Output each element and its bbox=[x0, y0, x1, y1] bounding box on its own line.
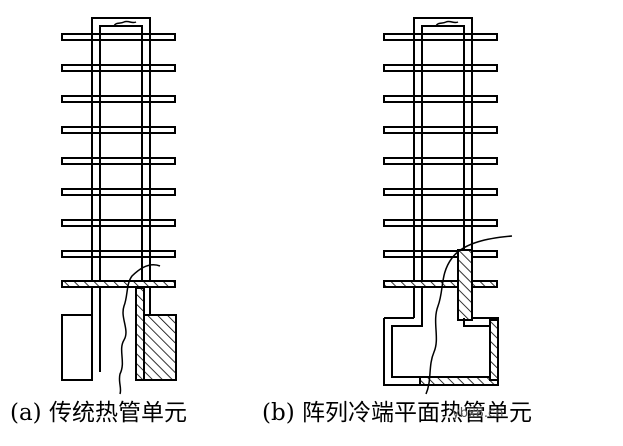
fin bbox=[61, 126, 176, 134]
fin bbox=[61, 64, 176, 72]
evaporator-right-hatched bbox=[489, 319, 499, 381]
fin bbox=[61, 188, 176, 196]
fin bbox=[383, 188, 498, 196]
fin bbox=[61, 250, 176, 258]
evaporator-inner bbox=[391, 318, 491, 378]
riser-wall-hatched bbox=[457, 249, 473, 321]
tube-outer-wall bbox=[91, 17, 151, 380]
base-block-left bbox=[61, 314, 93, 381]
wavy-line-bottom bbox=[425, 235, 513, 395]
fin bbox=[383, 95, 498, 103]
array-flat-heat-pipe-unit bbox=[383, 17, 513, 395]
inner-wall-hatched bbox=[135, 287, 145, 381]
fin bbox=[383, 219, 498, 227]
wavy-line-top bbox=[113, 20, 137, 27]
evaporator-outer bbox=[383, 317, 499, 386]
fin bbox=[383, 64, 498, 72]
fin bbox=[383, 157, 498, 165]
caption-array-flat: (b) 阵列冷端平面热管单元 bbox=[262, 400, 532, 426]
watermark: ybx8.cn bbox=[452, 406, 504, 421]
wavy-line-bottom bbox=[118, 264, 161, 395]
traditional-heat-pipe-unit bbox=[61, 17, 177, 395]
tube-inner-wall bbox=[421, 25, 465, 318]
caption-traditional: (a) 传统热管单元 bbox=[10, 400, 187, 426]
fin bbox=[61, 219, 176, 227]
hatched-fin bbox=[61, 280, 176, 288]
hatched-fin bbox=[383, 280, 498, 288]
base-block-right bbox=[143, 314, 177, 381]
evaporator-bottom-hatched bbox=[419, 376, 499, 386]
fin-array bbox=[383, 33, 498, 227]
fin bbox=[61, 95, 176, 103]
fin bbox=[383, 250, 498, 258]
fin bbox=[61, 157, 176, 165]
fin bbox=[383, 126, 498, 134]
fin bbox=[383, 33, 498, 41]
fin-array bbox=[61, 33, 176, 258]
fin bbox=[61, 33, 176, 41]
wavy-line-top bbox=[435, 20, 459, 27]
tube-inner-wall bbox=[99, 25, 143, 372]
